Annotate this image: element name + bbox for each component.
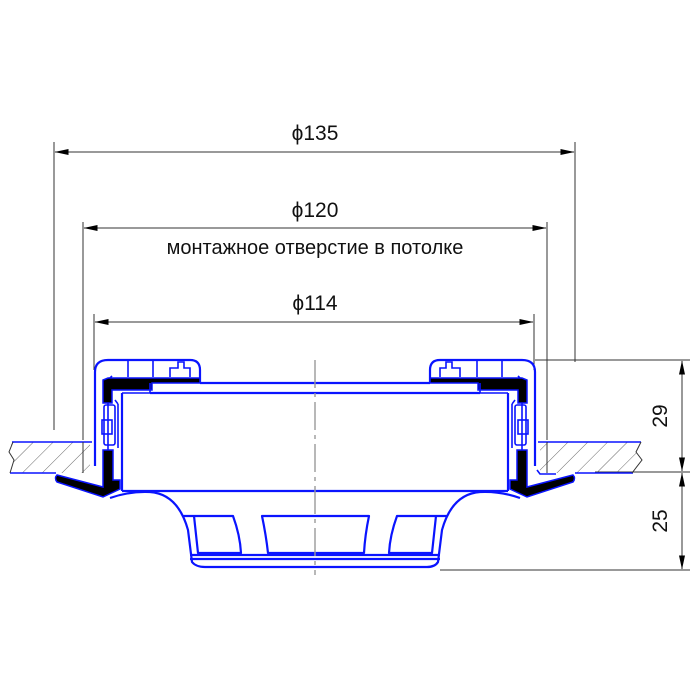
dimension-d114: ϕ114 <box>93 292 535 370</box>
dimension-h29-label: 29 <box>649 404 672 427</box>
dimension-d114-label: ϕ114 <box>292 292 338 315</box>
ceiling-slab-right <box>538 441 643 474</box>
dimension-heights: 29 25 <box>440 359 690 571</box>
diffuser-frame-right <box>428 358 576 498</box>
ceiling-slab-left <box>8 441 92 474</box>
dimension-d135: ϕ135 <box>53 122 576 430</box>
diffuser-nozzle <box>109 490 521 569</box>
diffuser-frame-left <box>54 358 202 498</box>
dimension-d120: ϕ120 монтажное отверстие в потолке <box>82 199 548 440</box>
dimension-d135-label: ϕ135 <box>292 122 339 145</box>
dimension-h25-label: 25 <box>649 509 672 532</box>
mounting-hole-note: монтажное отверстие в потолке <box>167 237 464 259</box>
dimension-d120-label: ϕ120 <box>292 199 339 222</box>
